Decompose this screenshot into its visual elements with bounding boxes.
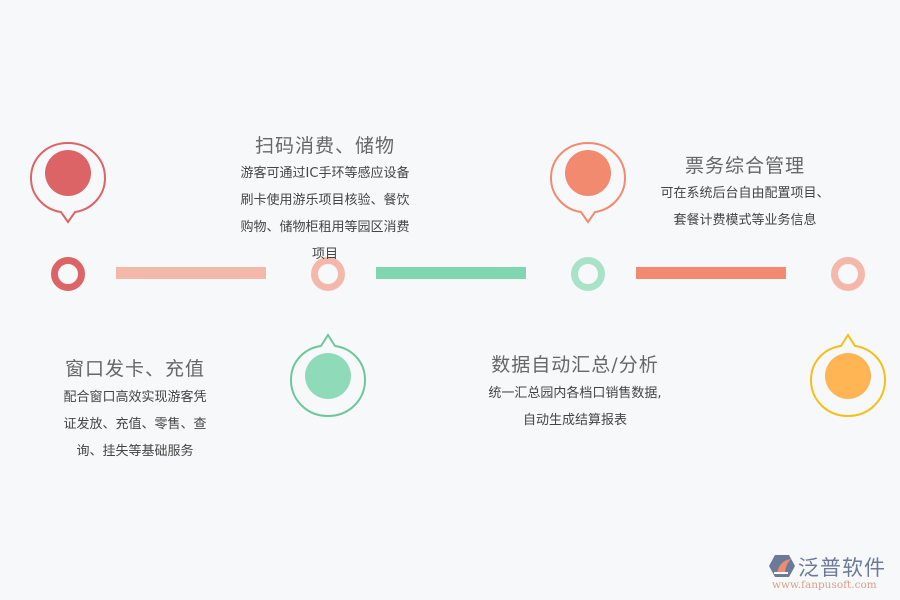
step-description: 可在系统后台自由配置项目、 套餐计费模式等业务信息 [635, 180, 855, 234]
desc-line: 自动生成结算报表 [522, 413, 627, 428]
timeline-connector-1 [116, 267, 266, 279]
timeline-node-1 [51, 257, 85, 291]
desc-line: 游客可通过IC手环等感应设备 [240, 166, 410, 181]
desc-line: 套餐计费模式等业务信息 [673, 213, 817, 228]
desc-line: 刷卡使用游乐项目核验、餐饮 [240, 193, 410, 208]
step-description: 统一汇总园内各档口销售数据, 自动生成结算报表 [460, 380, 690, 434]
logo-url: www.fanpusoft.com [772, 579, 877, 591]
timeline-node-2 [311, 257, 345, 291]
desc-line: 配合窗口高效实现游客凭 [63, 390, 207, 405]
step-description: 配合窗口高效实现游客凭 证发放、充值、零售、查 询、挂失等基础服务 [35, 384, 235, 465]
desc-line: 项目 [311, 247, 338, 262]
desc-line: 购物、储物柜租用等园区消费 [240, 220, 410, 235]
pin-icon-step3 [549, 141, 627, 224]
logo-name: 泛普软件 [798, 556, 886, 580]
desc-line: 可在系统后台自由配置项目、 [660, 186, 830, 201]
step-title: 票务综合管理 [684, 155, 805, 177]
pin-icon-step2 [289, 333, 367, 418]
desc-line: 询、挂失等基础服务 [76, 444, 194, 459]
logo-icon [769, 555, 795, 577]
step-title: 扫码消费、储物 [254, 135, 395, 157]
step-title: 数据自动汇总/分析 [491, 354, 659, 376]
desc-line: 证发放、充值、零售、查 [63, 417, 207, 432]
timeline-node-3 [571, 257, 605, 291]
timeline-connector-3 [636, 267, 786, 279]
step-title: 窗口发卡、充值 [64, 358, 205, 380]
timeline-node-4 [831, 257, 865, 291]
timeline-connector-2 [376, 267, 526, 279]
step-description: 游客可通过IC手环等感应设备 刷卡使用游乐项目核验、餐饮 购物、储物柜租用等园区… [215, 160, 435, 268]
pin-icon-step4 [809, 333, 887, 418]
pin-icon-step1 [29, 141, 107, 224]
desc-line: 统一汇总园内各档口销售数据, [488, 386, 662, 401]
